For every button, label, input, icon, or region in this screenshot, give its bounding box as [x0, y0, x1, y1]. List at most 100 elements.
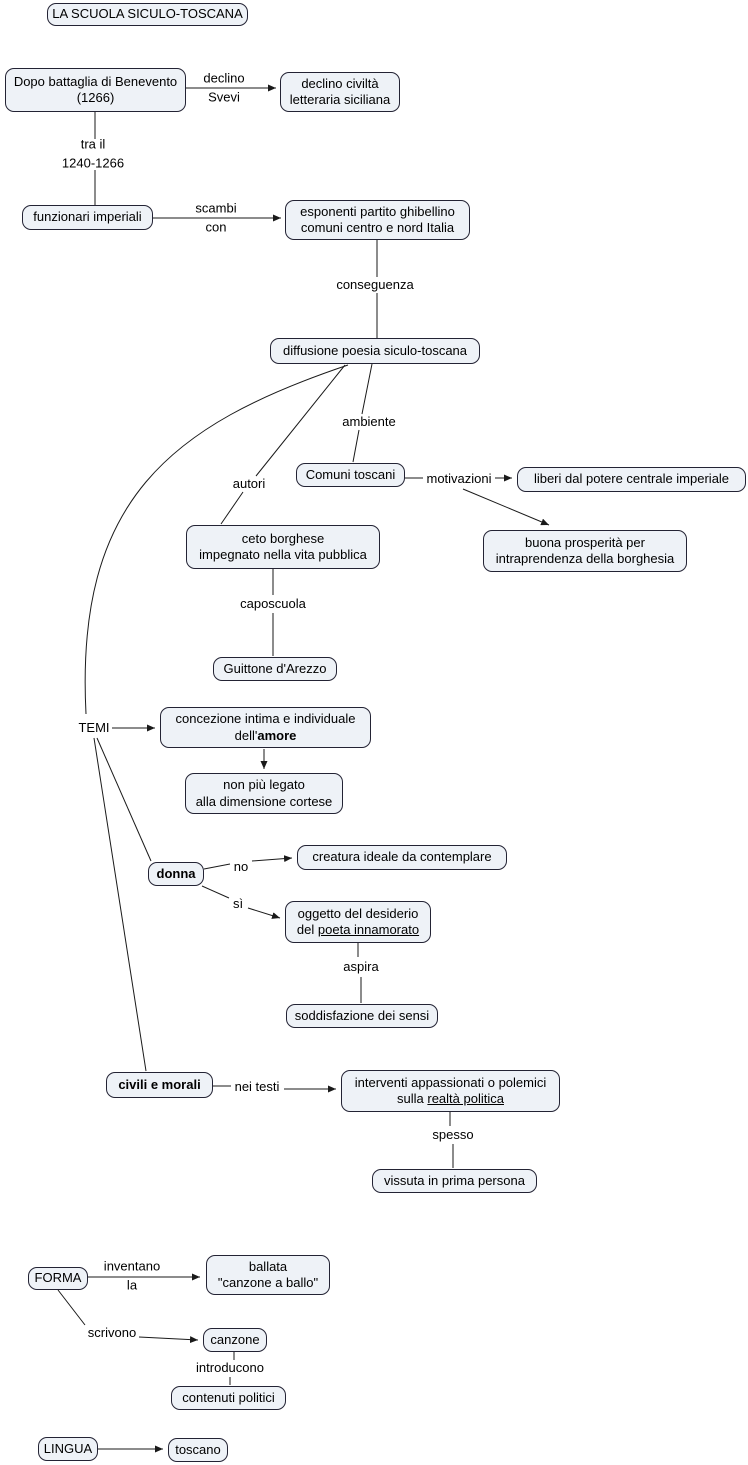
node-text: del poeta innamorato: [297, 922, 419, 938]
link-label-ambiente[interactable]: ambiente: [342, 413, 396, 429]
node-text-part: del: [296, 922, 318, 937]
link-label-motivazioni[interactable]: motivazioni: [426, 470, 492, 486]
node-esponenti-ghibellino[interactable]: esponenti partito ghibellino comuni cent…: [285, 200, 470, 240]
link-label-text: Svevi: [208, 89, 240, 105]
node-text-part: dell': [234, 727, 258, 743]
edge-diffusione-ceto: [220, 364, 346, 525]
node-funzionari-imperiali[interactable]: funzionari imperiali: [22, 205, 153, 230]
link-label-conseguenza[interactable]: conseguenza: [336, 276, 414, 292]
link-label-text: la: [126, 1277, 138, 1293]
link-label-inventano-la[interactable]: inventano la: [104, 1259, 160, 1292]
link-label-aspira[interactable]: aspira: [343, 958, 379, 974]
node-oggetto-desiderio[interactable]: oggetto del desiderio del poeta innamora…: [285, 901, 431, 943]
node-forma[interactable]: FORMA: [28, 1267, 88, 1290]
node-concezione-amore[interactable]: concezione intima e individuale dell'amo…: [160, 707, 371, 748]
node-text: civili e morali: [118, 1076, 201, 1092]
node-text: toscano: [175, 1441, 221, 1457]
node-text-part: sulla: [397, 1091, 428, 1106]
node-text: non più legato: [223, 777, 305, 793]
edge-diffusione-temi-curve: [84, 364, 349, 715]
node-text: Guittone d'Arezzo: [223, 660, 327, 676]
node-civili-morali[interactable]: civili e morali: [106, 1072, 213, 1098]
edge-donna-oggetto: [201, 885, 280, 918]
node-text-underline: realtà politica: [427, 1091, 504, 1106]
node-ceto-borghese[interactable]: ceto borghese impegnato nella vita pubbl…: [186, 525, 380, 569]
link-label-text: declino: [203, 70, 245, 86]
edge-canzone-contenuti: [229, 1352, 235, 1385]
edge-donna-creatura: [203, 858, 292, 870]
node-text: vissuta in prima persona: [384, 1172, 525, 1188]
link-label-spesso[interactable]: spesso: [432, 1126, 474, 1142]
node-battaglia-benevento[interactable]: Dopo battaglia di Benevento (1266): [5, 68, 186, 112]
node-text: soddisfazione dei sensi: [294, 1007, 430, 1023]
link-label-text: inventano: [103, 1258, 161, 1274]
node-text: letteraria siciliana: [289, 92, 391, 107]
edge-temi-donna: [96, 737, 152, 862]
node-diffusione-poesia[interactable]: diffusione poesia siculo-toscana: [270, 338, 480, 364]
link-label-declino-svevi[interactable]: declino Svevi: [203, 71, 244, 104]
node-text: comuni centro e nord Italia: [300, 220, 455, 235]
link-label-nei-testi[interactable]: nei testi: [234, 1078, 280, 1094]
node-text: "canzone a ballo": [217, 1275, 319, 1290]
node-text: concezione intima e individuale: [175, 711, 356, 727]
node-canzone[interactable]: canzone: [203, 1328, 267, 1352]
link-label-no[interactable]: no: [233, 858, 249, 874]
node-donna[interactable]: donna: [148, 862, 204, 886]
node-interventi-polemici[interactable]: interventi appassionati o polemici sulla…: [341, 1070, 560, 1112]
edge-forma-canzone: [57, 1289, 198, 1340]
node-soddisfazione-sensi[interactable]: soddisfazione dei sensi: [286, 1004, 438, 1028]
node-text: (1266): [76, 90, 115, 105]
node-comuni-toscani[interactable]: Comuni toscani: [296, 463, 405, 487]
node-lingua[interactable]: LINGUA: [38, 1437, 98, 1461]
node-text-bold: amore: [257, 727, 297, 743]
node-text: esponenti partito ghibellino: [300, 203, 455, 219]
node-text: intraprendenza della borghesia: [495, 551, 675, 566]
node-text: contenuti politici: [182, 1389, 275, 1405]
node-buona-prosperita[interactable]: buona prosperità per intraprendenza dell…: [483, 530, 687, 572]
edge-temi-civili: [93, 737, 147, 1072]
node-text: declino civiltà: [301, 75, 379, 91]
link-label-autori[interactable]: autori: [232, 475, 266, 491]
node-text: ballata: [248, 1258, 288, 1274]
node-text: FORMA: [34, 1270, 82, 1286]
link-label-si[interactable]: sì: [232, 895, 244, 911]
link-label-text: scambi: [195, 200, 237, 216]
node-text: LA SCUOLA SICULO-TOSCANA: [52, 6, 243, 22]
node-guittone-arezzo[interactable]: Guittone d'Arezzo: [213, 657, 337, 681]
node-contenuti-politici[interactable]: contenuti politici: [171, 1386, 286, 1410]
node-ballata[interactable]: ballata "canzone a ballo": [206, 1255, 330, 1295]
node-non-piu-legato[interactable]: non più legato alla dimensione cortese: [185, 773, 343, 814]
node-text: oggetto del desiderio: [297, 905, 419, 921]
node-vissuta-prima-persona[interactable]: vissuta in prima persona: [372, 1169, 537, 1193]
node-liberi-dal-potere[interactable]: liberi dal potere centrale imperiale: [517, 467, 746, 492]
node-text: donna: [156, 865, 196, 881]
link-label-scambi-con[interactable]: scambi con: [195, 201, 236, 234]
node-text: alla dimensione cortese: [195, 793, 333, 809]
node-text: creatura ideale da contemplare: [312, 849, 492, 865]
node-text: LINGUA: [43, 1440, 93, 1456]
edge-diffusione-comuni: [352, 363, 373, 463]
node-text: liberi dal potere centrale imperiale: [533, 471, 730, 487]
node-text: ceto borghese: [241, 530, 325, 546]
node-text: Comuni toscani: [305, 466, 396, 482]
node-title[interactable]: LA SCUOLA SICULO-TOSCANA: [47, 3, 248, 26]
edge-interventi-vissuta: [449, 1112, 454, 1168]
link-label-introducono[interactable]: introducono: [196, 1359, 264, 1375]
node-text: buona prosperità per: [525, 534, 645, 550]
link-label-tra-il[interactable]: tra il 1240-1266: [62, 137, 124, 170]
node-declino-civilta[interactable]: declino civiltà letteraria siciliana: [280, 72, 400, 112]
node-text-underline: poeta innamorato: [317, 922, 420, 937]
node-text: funzionari imperiali: [33, 209, 142, 225]
link-label-caposcuola[interactable]: caposcuola: [240, 595, 306, 611]
node-toscano[interactable]: toscano: [168, 1438, 228, 1462]
node-text: diffusione poesia siculo-toscana: [282, 342, 468, 358]
edge-motivazioni-prosperita: [462, 488, 550, 526]
edge-oggetto-soddisfazione: [357, 943, 362, 1003]
node-text: Dopo battaglia di Benevento: [13, 73, 178, 89]
link-label-temi[interactable]: TEMI: [78, 719, 110, 735]
node-creatura-ideale[interactable]: creatura ideale da contemplare: [297, 845, 507, 870]
link-label-scrivono[interactable]: scrivono: [87, 1324, 137, 1340]
link-label-text: tra il: [80, 136, 106, 152]
